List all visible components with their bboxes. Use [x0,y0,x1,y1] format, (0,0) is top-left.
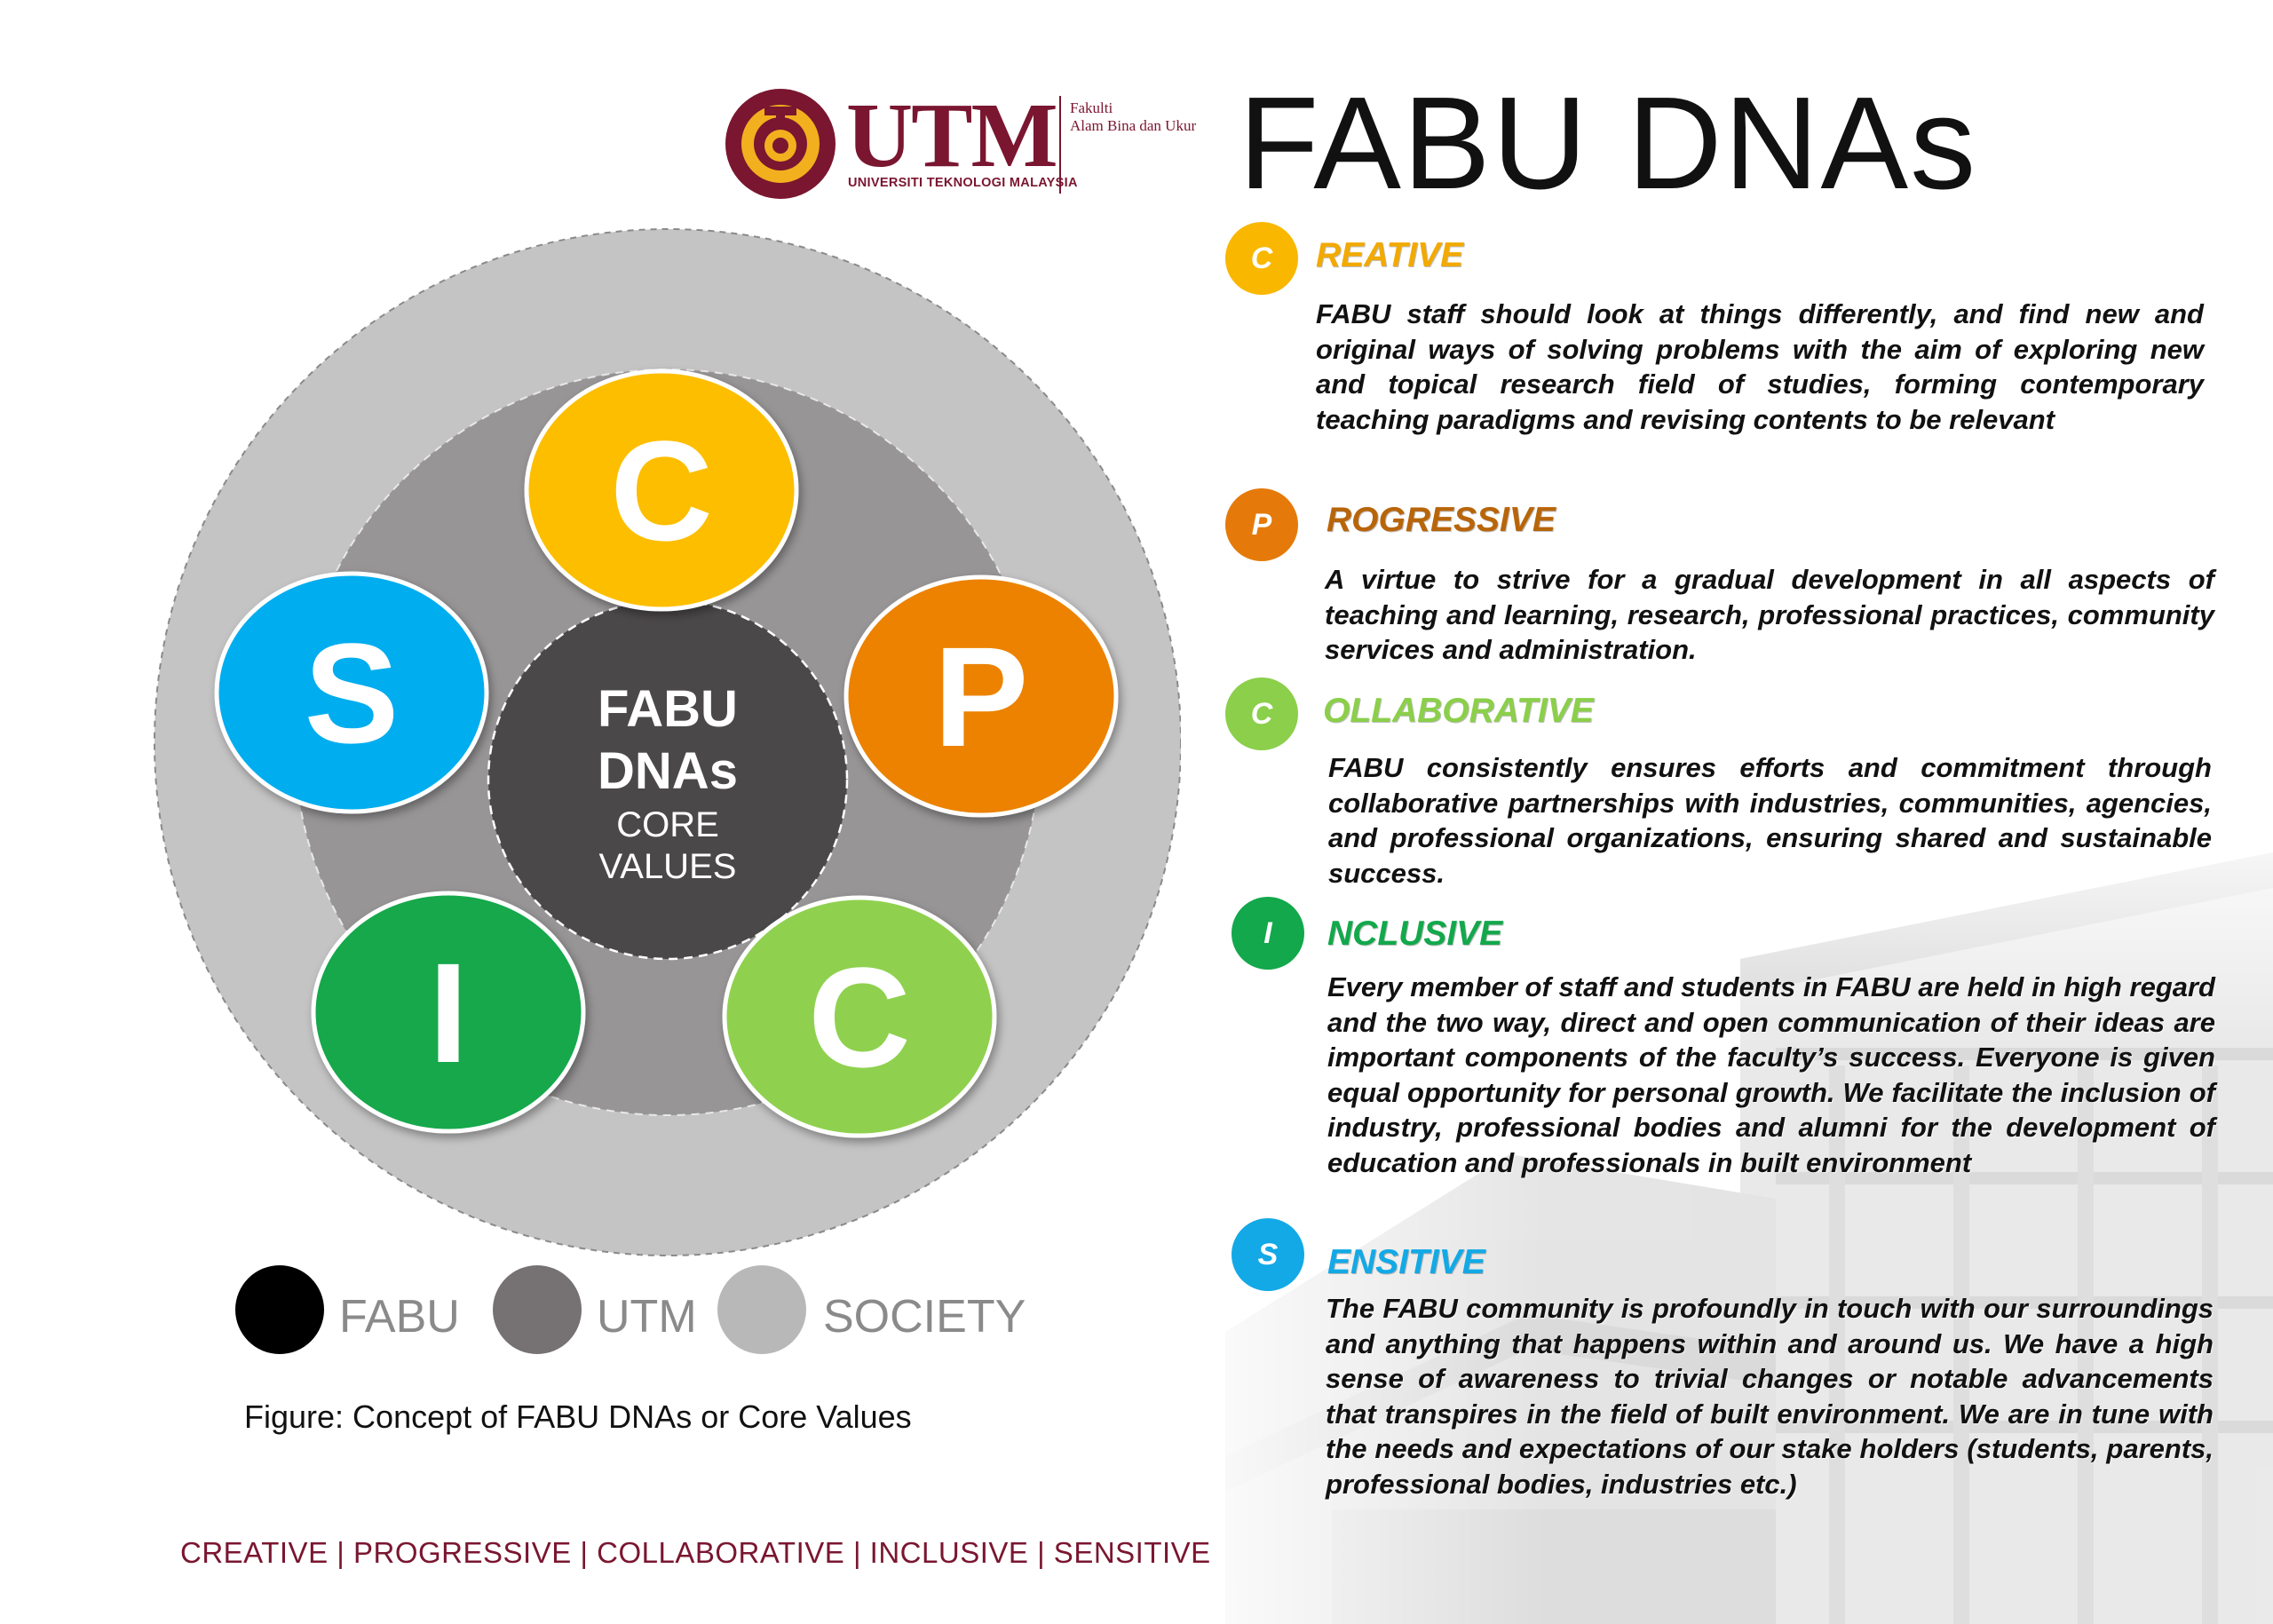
progressive-badge-icon: P [1225,488,1298,561]
core-label-line-1: FABU [598,680,738,738]
core-label-line-2: DNAs [598,742,738,800]
creative-description: FABU staff should look at things differe… [1316,298,2204,435]
values-footer: CREATIVE | PROGRESSIVE | COLLABORATIVE |… [180,1536,1211,1569]
value-collaborative: C OLLABORATIVE FABU consistently ensures… [1225,677,2215,899]
inclusive-node-circle [311,891,586,1134]
sensitive-node-letter: S [305,614,400,772]
inclusive-node-letter: I [429,933,468,1092]
value-sensitive: S ENSITIVE The FABU community is profoun… [1232,1218,2217,1547]
legend-fabu-dot [235,1265,324,1354]
faculty-line-1: Fakulti [1070,99,1113,116]
inclusive-title: NCLUSIVE [1327,915,1503,953]
utm-wordmark: UTM [846,84,1058,186]
fabu-core-circle [487,598,849,961]
utm-seal-icon [725,89,836,199]
creative-title: REATIVE [1316,236,1464,274]
legend-society-dot [717,1265,806,1354]
core-values-diagram: FABU DNAs CORE VALUES C P C I S [154,228,1181,1256]
legend-utm-label: UTM [597,1291,697,1343]
progressive-node-circle [843,574,1119,818]
inclusive-badge-icon: I [1232,897,1304,970]
progressive-description: A virtue to strive for a gradual develop… [1325,564,2214,665]
legend-fabu-label: FABU [339,1291,460,1343]
collaborative-node-circle [722,895,997,1138]
creative-node-letter: C [610,411,713,570]
core-label-line-4: VALUES [599,847,737,886]
inclusive-description: Every member of staff and students in FA… [1327,971,2215,1178]
logo-divider [1059,96,1061,194]
legend-society-label: SOCIETY [823,1291,1026,1343]
value-creative: C REATIVE FABU staff should look at thin… [1225,222,2204,479]
faculty-line-2: Alam Bina dan Ukur [1070,117,1197,134]
sensitive-title: ENSITIVE [1327,1243,1485,1281]
creative-badge-icon: C [1225,222,1298,295]
collaborative-description: FABU consistently ensures efforts and co… [1328,752,2212,889]
creative-node-circle [524,368,799,612]
value-inclusive: I NCLUSIVE Every member of staff and stu… [1232,897,2217,1225]
university-name: UNIVERSITI TEKNOLOGI MALAYSIA [848,176,1078,190]
sensitive-badge-icon: S [1232,1218,1304,1291]
core-label-line-3: CORE [616,805,719,844]
faculty-name: Fakulti Alam Bina dan Ukur [1070,99,1196,135]
collaborative-node-letter: C [808,938,911,1097]
progressive-node-letter: P [934,617,1029,776]
collaborative-title: OLLABORATIVE [1323,692,1594,730]
sensitive-description: The FABU community is profoundly in touc… [1326,1293,2214,1500]
legend-utm-dot [493,1265,582,1354]
value-progressive: P ROGRESSIVE A virtue to strive for a gr… [1225,488,2215,666]
ring-legend: FABU UTM SOCIETY [235,1265,1034,1363]
figure-caption: Figure: Concept of FABU DNAs or Core Val… [244,1398,912,1435]
utm-logo: UTM UNIVERSITI TEKNOLOGI MALAYSIA Fakult… [724,87,1199,202]
sensitive-node-circle [214,571,489,814]
page-title: FABU DNAs [1239,70,1978,217]
collaborative-badge-icon: C [1225,677,1298,750]
progressive-title: ROGRESSIVE [1327,501,1556,539]
